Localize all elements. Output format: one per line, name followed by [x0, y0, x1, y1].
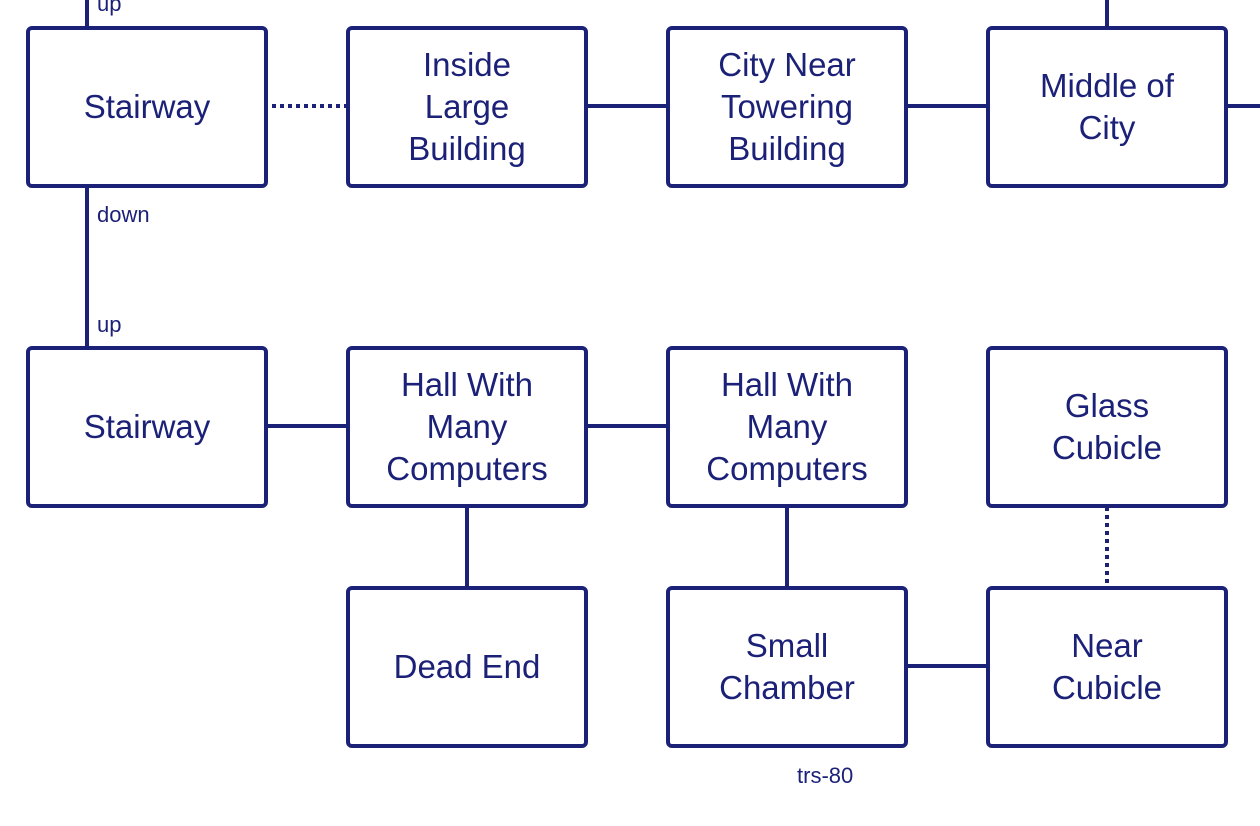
room-stairway-bottom: Stairway: [26, 346, 268, 508]
room-small-chamber: Small Chamber: [666, 586, 908, 748]
room-dead-end: Dead End: [346, 586, 588, 748]
room-glass-cubicle: Glass Cubicle: [986, 346, 1228, 508]
exit-label-up-bottom: up: [97, 312, 122, 337]
room-label: Middle of City: [1040, 67, 1174, 146]
room-near-cubicle: Near Cubicle: [986, 586, 1228, 748]
room-stairway-top: Stairway: [26, 26, 268, 188]
room-city-near-towering-building: City Near Towering Building: [666, 26, 908, 188]
room-label: Glass Cubicle: [1051, 387, 1163, 466]
room-inside-large-building: Inside Large Building: [346, 26, 588, 188]
room-label: City Near Towering Building: [718, 46, 856, 167]
room-middle-of-city: Middle of City: [986, 26, 1228, 188]
footer-label: trs-80: [797, 763, 854, 788]
room-label: Stairway: [83, 88, 211, 125]
room-label: Hall With Many Computers: [706, 366, 868, 487]
room-label: Hall With Many Computers: [386, 366, 548, 487]
room-hall-many-computers-2: Hall With Many Computers: [666, 346, 908, 508]
room-label: Dead End: [393, 648, 541, 685]
exit-label-down: down: [97, 202, 150, 227]
room-label: Small Chamber: [719, 627, 855, 706]
room-hall-many-computers-1: Hall With Many Computers: [346, 346, 588, 508]
room-label: Inside Large Building: [408, 46, 526, 167]
exit-label-up-top: up: [97, 0, 122, 16]
room-label: Near Cubicle: [1051, 627, 1163, 706]
room-label: Stairway: [83, 408, 211, 445]
